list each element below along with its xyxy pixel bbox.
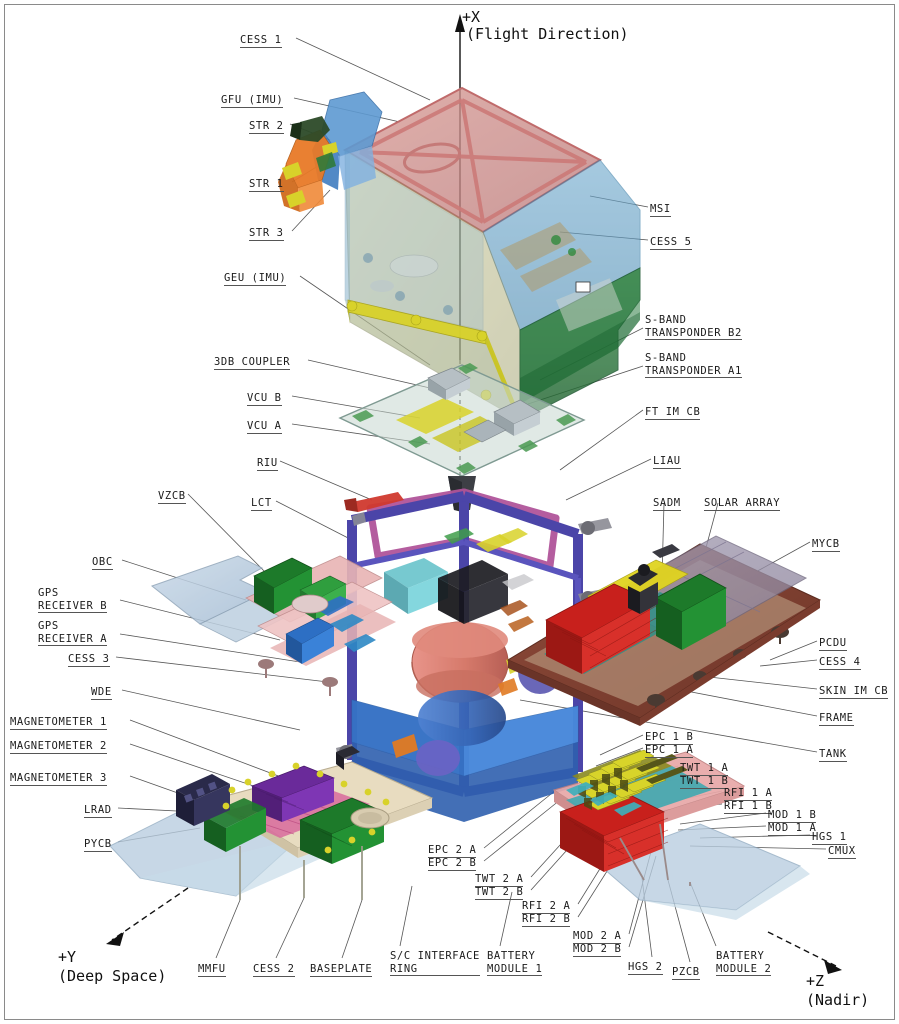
label-lrad: LRAD — [84, 804, 112, 818]
label-magnetometer-3: MAGNETOMETER 3 — [10, 772, 107, 786]
label-ft-im-cb: FT IM CB — [645, 406, 701, 420]
label-solar-array: SOLAR ARRAY — [704, 497, 781, 511]
axis-label-plus-z-secondary: (Nadir) — [806, 991, 870, 1009]
label-vcu-b: VCU B — [247, 392, 282, 406]
label-riu: RIU — [257, 457, 278, 471]
label-liau: LIAU — [653, 455, 681, 469]
lower-left-panel — [109, 746, 434, 900]
right-equipment-panel — [506, 535, 822, 726]
label-str-3: STR 3 — [249, 227, 284, 241]
label-mod-2-b: MOD 2 B — [573, 943, 622, 957]
label-geu-imu: GEU (IMU) — [224, 272, 287, 286]
label-msi: MSI — [650, 203, 671, 217]
label-epc-1-b: EPC 1 B — [645, 731, 694, 745]
axis-label-plus-x-secondary: (Flight Direction) — [466, 25, 629, 43]
label-lct: LCT — [251, 497, 272, 511]
label-twt-2-b: TWT 2 B — [475, 886, 524, 900]
axis-arrow-plus-y — [106, 887, 189, 946]
label-mycb: MYCB — [812, 538, 840, 552]
label-epc-2-a: EPC 2 A — [428, 844, 477, 858]
axis-arrow-plus-z — [767, 931, 842, 974]
label-3db-coupler: 3DB COUPLER — [214, 356, 291, 370]
label-cess-2: CESS 2 — [253, 963, 295, 977]
axis-label-plus-z-primary: +Z — [806, 972, 825, 990]
label-mod-1-a: MOD 1 A — [768, 822, 817, 836]
label-baseplate: BASEPLATE — [310, 963, 373, 977]
label-rfi-2-b: RFI 2 B — [522, 913, 571, 927]
left-obc-panel — [150, 555, 396, 696]
label-skin-im-cb: SKIN IM CB — [819, 685, 889, 699]
label-rfi-1-b: RFI 1 B — [724, 800, 773, 814]
label-hgs-1: HGS 1 — [812, 831, 847, 845]
label-wde: WDE — [91, 686, 112, 700]
label-str-2: STR 2 — [249, 120, 284, 134]
label-gfu-imu: GFU (IMU) — [221, 94, 284, 108]
axis-label-plus-z: +Z(Nadir) — [806, 972, 869, 1010]
label-vcu-a: VCU A — [247, 420, 282, 434]
label-cess-4: CESS 4 — [819, 656, 861, 670]
label-cmux: CMUX — [828, 845, 856, 859]
star-tracker-cluster — [278, 91, 383, 212]
label-tank: TANK — [819, 748, 847, 762]
axis-label-plus-x: +X(Flight Direction) — [462, 8, 629, 44]
label-pcdu: PCDU — [819, 637, 847, 651]
label-pzcb: PZCB — [672, 966, 700, 980]
label-twt-1-a: TWT 1 A — [680, 762, 729, 776]
label-magnetometer-1: MAGNETOMETER 1 — [10, 716, 107, 730]
label-magnetometer-2: MAGNETOMETER 2 — [10, 740, 107, 754]
label-epc-2-b: EPC 2 B — [428, 857, 477, 871]
upper-equipment-panel — [338, 363, 586, 512]
axis-label-plus-x-primary: +X — [462, 8, 481, 26]
label-twt-1-b: TWT 1 B — [680, 775, 729, 789]
label-mod-1-b: MOD 1 B — [768, 809, 817, 823]
label-sadm: SADM — [653, 497, 681, 511]
label-hgs-2: HGS 2 — [628, 961, 663, 975]
label-rfi-1-a: RFI 1 A — [724, 787, 773, 801]
label-twt-2-a: TWT 2 A — [475, 873, 524, 887]
axis-label-plus-y-primary: +Y — [58, 948, 77, 966]
axis-label-plus-y-secondary: (Deep Space) — [58, 967, 167, 985]
label-pycb: PYCB — [84, 838, 112, 852]
label-str-1: STR 1 — [249, 178, 284, 192]
label-cess-3: CESS 3 — [68, 653, 110, 667]
label-cess-5: CESS 5 — [650, 236, 692, 250]
label-frame: FRAME — [819, 712, 854, 726]
label-mmfu: MMFU — [198, 963, 226, 977]
label-rfi-2-a: RFI 2 A — [522, 900, 571, 914]
lower-right-electronics-panel — [552, 749, 810, 920]
label-obc: OBC — [92, 556, 113, 570]
label-cess-1: CESS 1 — [240, 34, 282, 48]
label-mod-2-a: MOD 2 A — [573, 930, 622, 944]
label-vzcb: VZCB — [158, 490, 186, 504]
axis-label-plus-y: +Y(Deep Space) — [58, 948, 166, 986]
label-epc-1-a: EPC 1 A — [645, 744, 694, 758]
